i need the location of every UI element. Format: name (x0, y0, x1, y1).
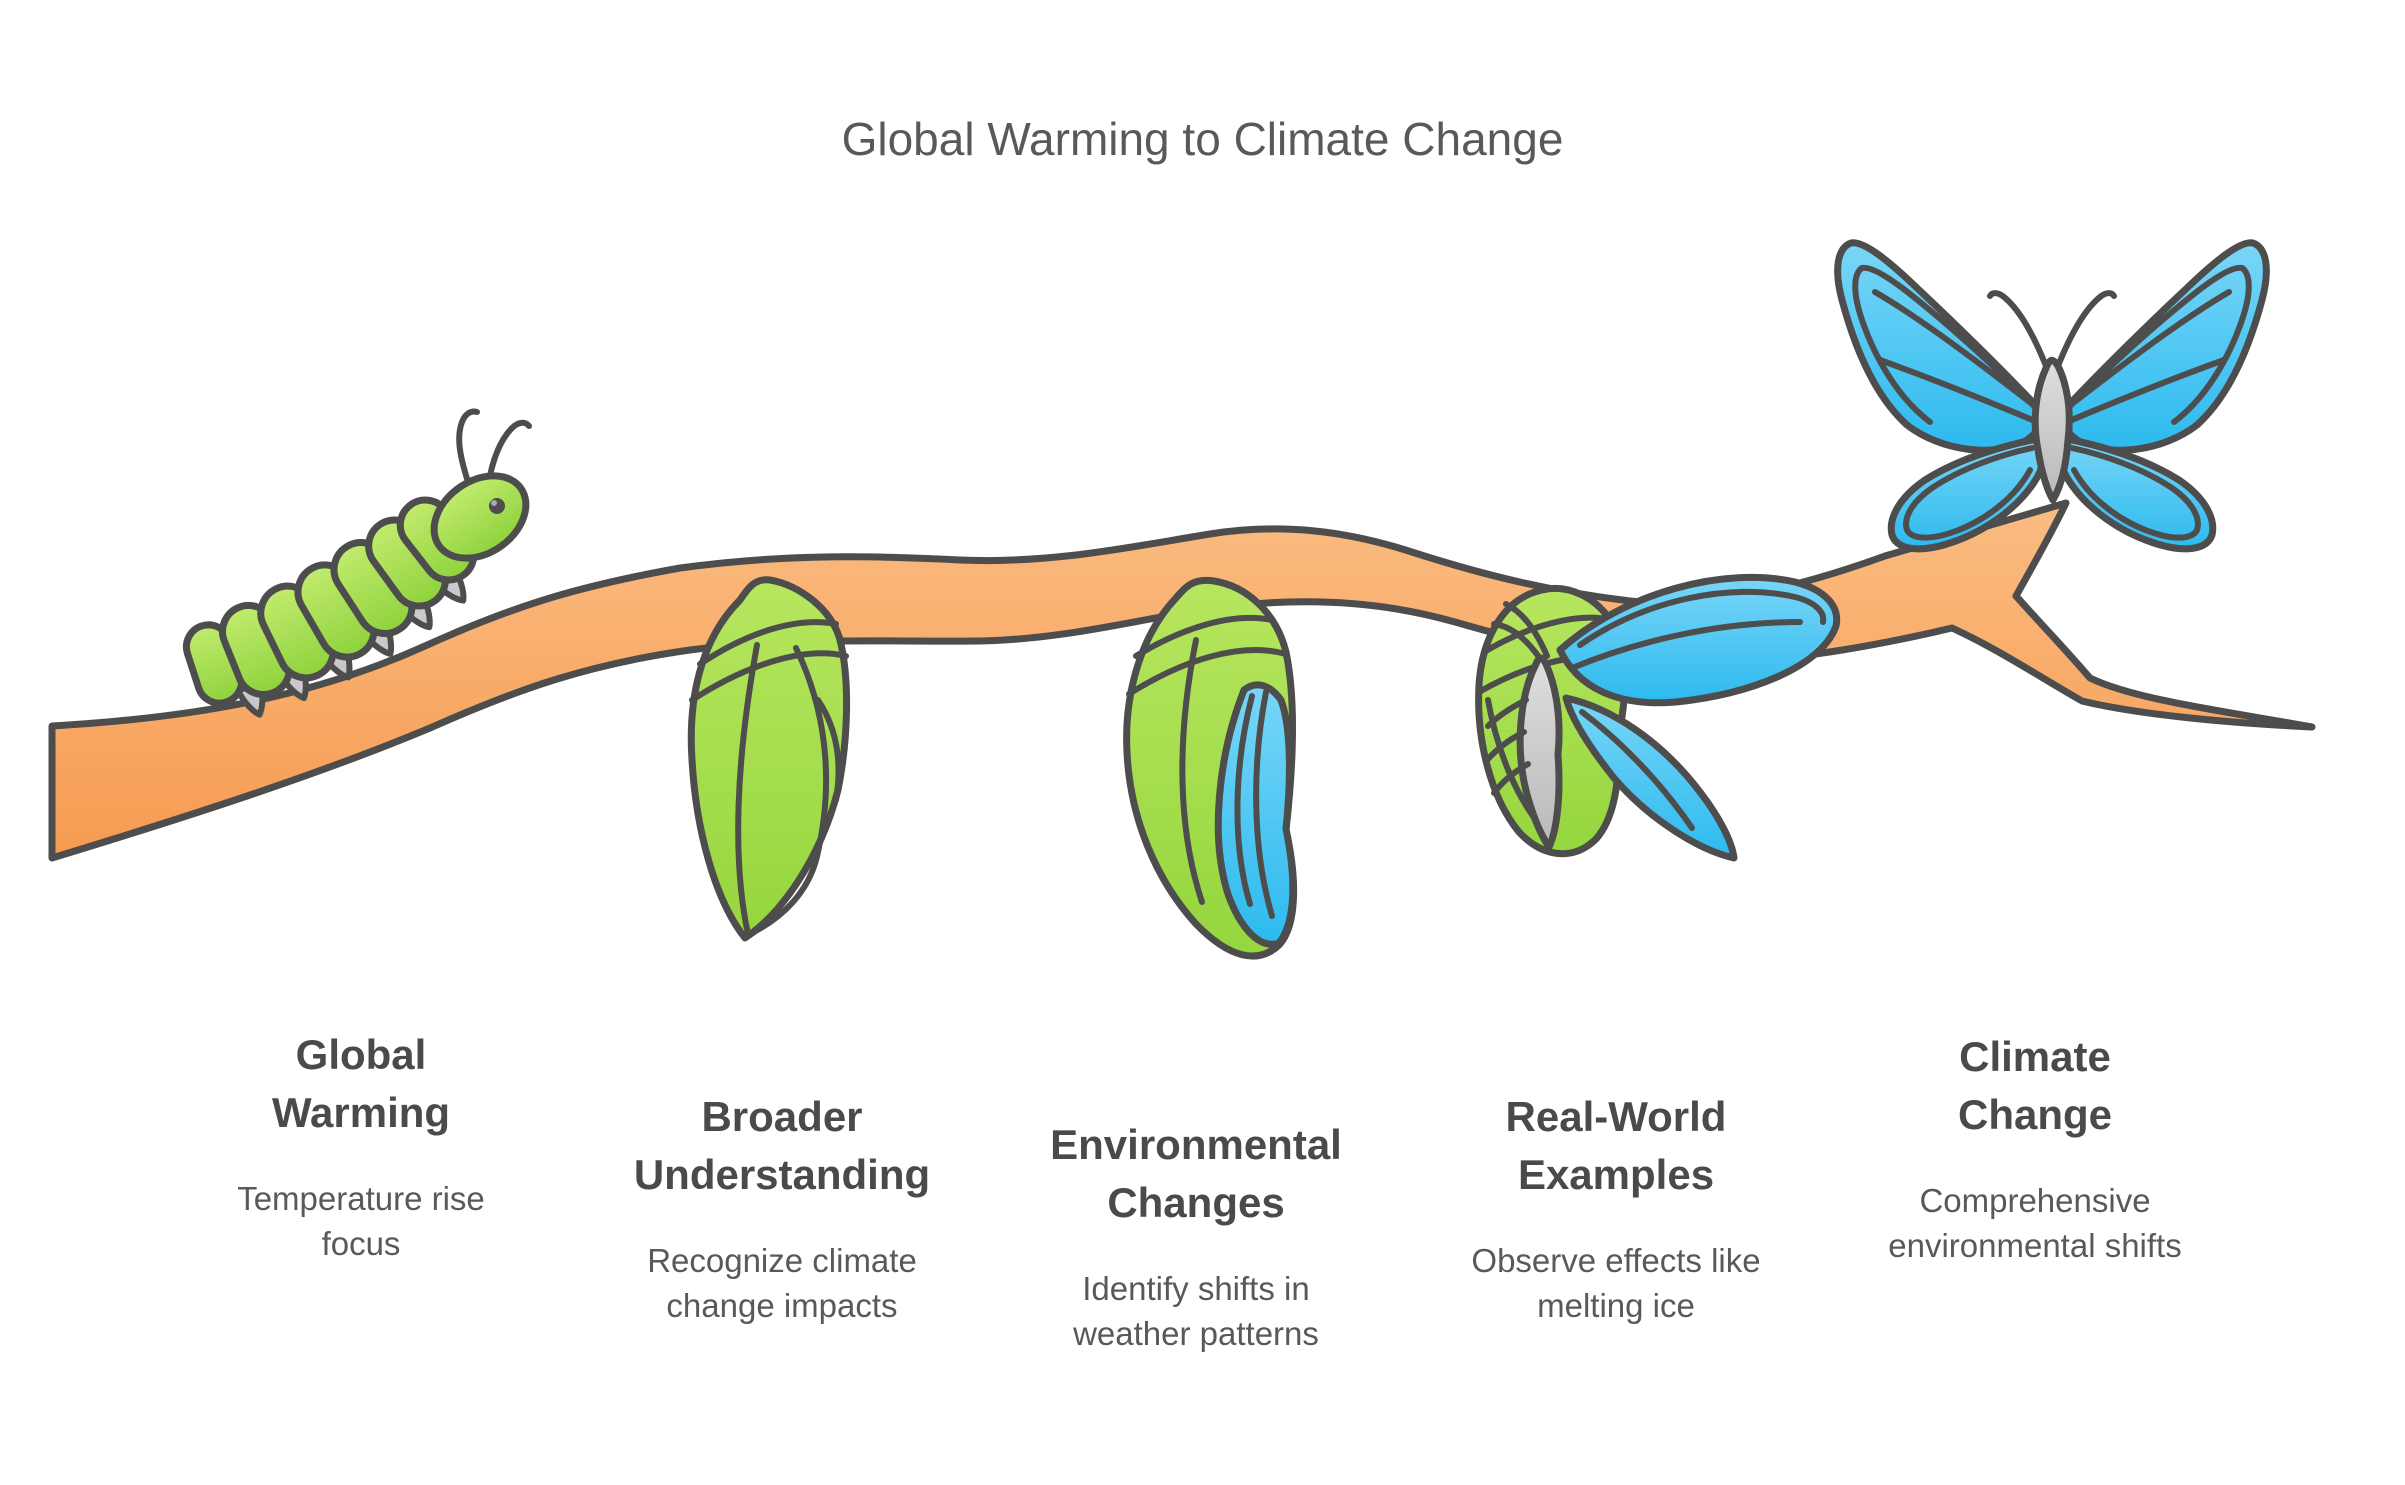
caterpillar-antennae (456, 408, 532, 491)
stage-label-real-world-examples: Real-World Examples Observe effects like… (1401, 1088, 1831, 1328)
caterpillar-icon (182, 408, 532, 718)
stage-description: Comprehensive environmental shifts (1888, 1182, 2182, 1264)
emerging-body (1516, 654, 1563, 851)
green-chrysalis-icon (687, 576, 851, 942)
stage-heading: Environmental Changes (1050, 1121, 1342, 1226)
stage-label-environmental-changes: Environmental Changes Identify shifts in… (981, 1116, 1411, 1356)
stage-description: Observe effects like melting ice (1471, 1242, 1761, 1324)
stage-description: Temperature rise focus (237, 1180, 485, 1262)
tree-branch (48, 499, 2316, 862)
stage-heading: Global Warming (271, 1031, 451, 1136)
stage-description: Recognize climate change impacts (647, 1242, 917, 1324)
chrysalis-with-blue-wing-icon (1123, 576, 1298, 960)
stage-heading: Real-World Examples (1505, 1093, 1727, 1198)
caterpillar-body (182, 496, 478, 707)
caterpillar-eye (489, 498, 505, 514)
emerging-butterfly-icon (1475, 573, 1841, 862)
emerging-wings (1556, 573, 1841, 862)
butterfly-icon (1834, 239, 2270, 553)
stage-heading: Broader Understanding (633, 1093, 931, 1198)
stage-heading: Climate Change (1957, 1033, 2112, 1138)
butterfly-body (2031, 356, 2073, 504)
stage-description: Identify shifts in weather patterns (1073, 1270, 1319, 1352)
butterfly-wings (1834, 239, 2270, 553)
butterfly-antennae (1987, 290, 2117, 369)
stage-label-global-warming: Global Warming Temperature rise focus (146, 1026, 576, 1266)
page-title: Global Warming to Climate Change (841, 113, 1564, 165)
stage-label-broader-understanding: Broader Understanding Recognize climate … (567, 1088, 997, 1328)
caterpillar-head (430, 472, 530, 562)
stage-label-climate-change: Climate Change Comprehensive environment… (1820, 1028, 2250, 1268)
